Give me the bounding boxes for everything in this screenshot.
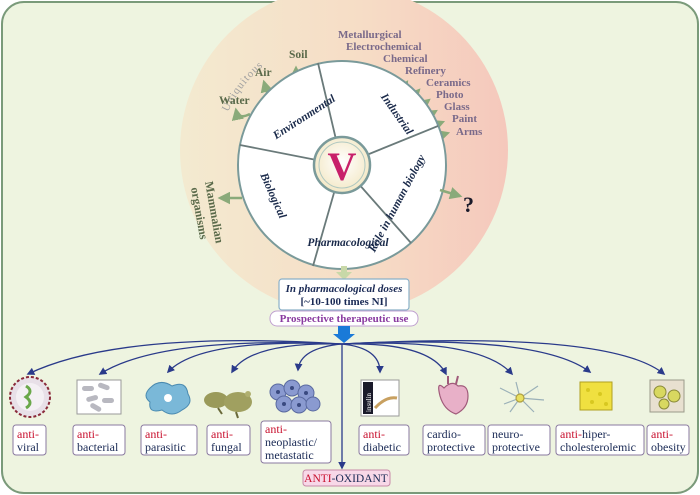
effect-box-antineoplastic	[260, 420, 332, 464]
source-soil: Soil	[289, 49, 308, 61]
industry-paint: Paint	[452, 113, 477, 125]
industrial-uses: Metallurgical Electrochemical Chemical R…	[338, 29, 483, 138]
effect-neuro-line2: protective	[492, 440, 540, 454]
effect-box-antiviral	[12, 424, 47, 456]
effect-box-neuroprotective	[487, 424, 551, 456]
industry-chemical: Chemical	[383, 53, 428, 65]
center-symbol: V	[328, 144, 357, 189]
center-badge	[312, 135, 372, 195]
effect-hiper-line2: cholesterolemic	[560, 440, 636, 454]
effect-antiparasitic-prefix: anti-	[145, 427, 167, 441]
pharm-doses-line1: In pharmacological doses	[285, 283, 403, 295]
industry-electrochemical: Electrochemical	[346, 41, 422, 53]
effect-cardio-line2: protective	[427, 440, 475, 454]
therapeutic-arrow	[333, 326, 355, 343]
fungus-icon	[204, 391, 252, 419]
effect-box-antifungal	[206, 424, 251, 456]
pharm-doses-box	[278, 278, 410, 311]
effect-antiparasitic-rest: parasitic	[145, 440, 186, 454]
fan-arrows	[26, 339, 666, 470]
source-water: Water	[219, 95, 250, 107]
industry-refinery: Refinery	[405, 65, 446, 77]
effect-cardio-line1: cardio-	[427, 427, 461, 441]
effect-box-antiparasitic	[140, 424, 198, 456]
effect-antidiabetic-rest: diabetic	[363, 440, 401, 454]
industry-arms: Arms	[456, 126, 483, 138]
effect-box-antiobesity	[646, 424, 690, 456]
effect-hiper-line1: anti-hiper-	[560, 427, 610, 441]
industry-photo: Photo	[436, 89, 464, 101]
antioxidant-box	[302, 469, 391, 487]
heart-icon	[438, 375, 469, 415]
effect-antifungal-rest: fungal	[211, 440, 242, 454]
cholesterol-icon	[579, 381, 613, 411]
industry-metallurgical: Metallurgical	[338, 29, 402, 41]
effect-antidiabetic-prefix: anti-	[363, 427, 385, 441]
effect-antiobesity-prefix: anti-	[651, 427, 673, 441]
effect-antineoplastic-rest2: metastatic	[265, 448, 314, 462]
industry-glass: Glass	[444, 101, 470, 113]
effect-neuro-line1: neuro-	[492, 427, 523, 441]
pharm-doses-line2: [~10-100 times NI]	[301, 296, 388, 308]
effect-antiviral-prefix: anti-	[17, 427, 39, 441]
effect-box-cardioprotective	[422, 424, 486, 456]
source-air: Air	[255, 67, 272, 79]
virus-icon	[9, 376, 51, 418]
pharm-arrowhead	[336, 272, 352, 280]
parasite-icon	[145, 382, 191, 415]
sector-pharmacological: Pharmacological	[307, 237, 389, 249]
effect-box-antidiabetic	[358, 424, 410, 456]
effect-antineoplastic-rest: neoplastic/	[265, 435, 318, 449]
bacteria-icon	[76, 379, 122, 415]
industry-ceramics: Ceramics	[426, 77, 471, 89]
tumor-cells-icon	[269, 379, 321, 414]
insulin-label: insulin	[365, 392, 373, 412]
effect-antiviral-rest: viral	[17, 440, 40, 454]
effect-antibacterial-prefix: anti-	[77, 427, 99, 441]
effect-antibacterial-rest: bacterial	[77, 440, 119, 454]
effect-box-antibacterial	[72, 424, 126, 456]
effect-box-antihypercholesterolemic	[555, 424, 645, 456]
unknown-mark: ?	[463, 192, 474, 217]
antioxidant-label: ANTI-OXIDANT	[304, 473, 388, 485]
fat-cells-icon	[649, 379, 685, 413]
effect-antineoplastic-prefix: anti-	[265, 422, 287, 436]
effect-antifungal-prefix: anti-	[211, 427, 233, 441]
insulin-icon: insulin	[360, 379, 400, 417]
effect-antiobesity-rest: obesity	[651, 440, 686, 454]
role-arrow	[439, 187, 463, 200]
center-ring	[318, 141, 366, 189]
therapeutic-label: Prospective therapeutic use	[280, 313, 409, 325]
neuron-icon	[499, 381, 545, 413]
